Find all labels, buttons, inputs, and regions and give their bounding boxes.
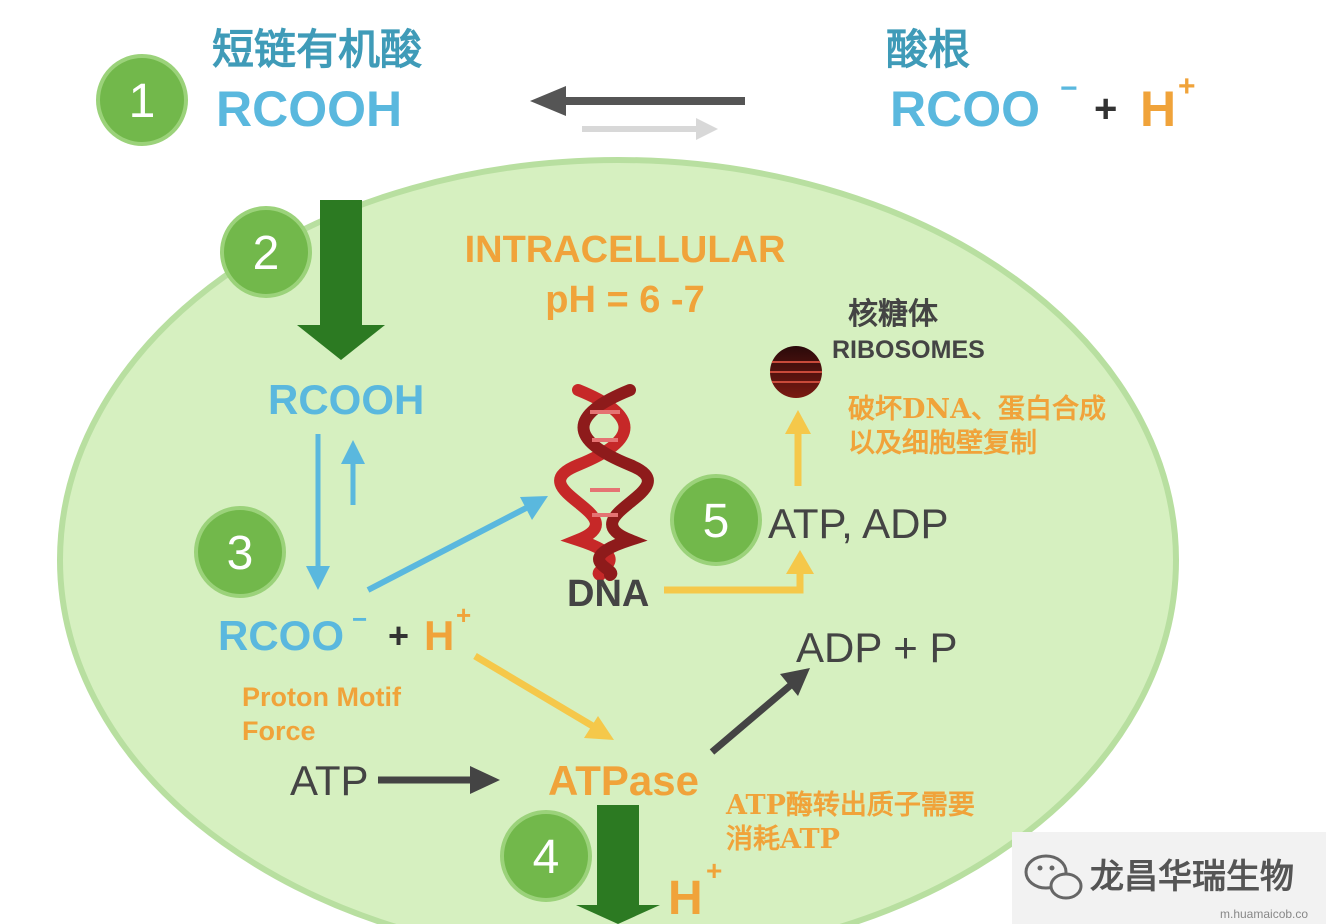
dna-to-atp-arrow: [664, 550, 814, 594]
to-ribosome-arrow: [785, 410, 811, 486]
svg-text:5: 5: [703, 495, 730, 548]
adp-p: ADP + P: [796, 624, 957, 671]
top-proton-charge: +: [1178, 70, 1196, 103]
wechat-icon: [1024, 854, 1083, 900]
dna-helix-icon: [554, 384, 654, 581]
inner-acid: RCOOH: [268, 376, 424, 423]
anion-charge: −: [1060, 72, 1078, 105]
atp-adp: ATP, ADP: [768, 500, 949, 547]
atp-label: ATP: [290, 757, 369, 804]
svg-text:3: 3: [227, 527, 254, 580]
anion-to-dna-arrow: [366, 496, 548, 593]
inner-proton: H: [424, 612, 454, 659]
pmf-line-2: Force: [242, 716, 316, 746]
proton-to-atpase-arrow: [473, 652, 614, 740]
step-2-badge: 2: [220, 206, 312, 298]
region-title: INTRACELLULAR: [465, 229, 786, 271]
watermark: 龙昌华瑞生物 m.huamaicob.co: [1012, 832, 1326, 924]
atpase-to-adp-arrow: [709, 668, 810, 755]
acid-formula: RCOOH: [216, 81, 402, 137]
region-ph: pH = 6 -7: [545, 279, 704, 321]
atpase-label: ATPase: [548, 757, 699, 804]
atp-to-atpase-arrow: [378, 766, 500, 794]
svg-text:4: 4: [533, 831, 560, 884]
ribosome-cn: 核糖体: [848, 297, 939, 332]
bottom-proton: H: [668, 872, 703, 924]
bottom-proton-charge: +: [706, 855, 722, 886]
step-5-badge: 5: [670, 474, 762, 566]
dissociation-arrows: [306, 434, 365, 590]
dna-label: DNA: [567, 573, 649, 615]
ribosome-icon: [770, 346, 822, 398]
atpase-note-line-2: 消耗ATP: [726, 824, 840, 855]
step-4-badge: 4: [500, 810, 592, 902]
top-plus: +: [1094, 87, 1117, 131]
step-3-badge: 3: [194, 506, 286, 598]
equilibrium-arrows: [530, 86, 745, 140]
pmf-line-1: Proton Motif: [242, 682, 402, 712]
diffusion-in-arrow: [297, 200, 385, 360]
proton-efflux-arrow: [576, 805, 660, 924]
anion-label-cn: 酸根: [886, 25, 970, 74]
inner-anion: RCOO: [218, 612, 344, 659]
inner-plus: +: [388, 615, 409, 656]
watermark-text: 龙昌华瑞生物: [1090, 857, 1294, 897]
step-1-badge: 1: [96, 54, 188, 146]
atpase-note-line-1: ATP酶转出质子需要: [725, 790, 975, 821]
inner-anion-charge: −: [352, 604, 367, 634]
svg-text:1: 1: [129, 75, 156, 128]
anion-formula: RCOO: [890, 81, 1040, 137]
damage-line-2: 以及细胞壁复制: [848, 427, 1037, 459]
top-proton: H: [1140, 81, 1176, 137]
svg-text:2: 2: [253, 227, 280, 280]
ribosome-en: RIBOSOMES: [832, 336, 985, 364]
inner-proton-charge: +: [456, 600, 471, 630]
damage-line-1: 破坏DNA、蛋白合成: [848, 393, 1106, 425]
acid-label-cn: 短链有机酸: [212, 25, 423, 74]
watermark-url: m.huamaicob.co: [1220, 907, 1308, 921]
